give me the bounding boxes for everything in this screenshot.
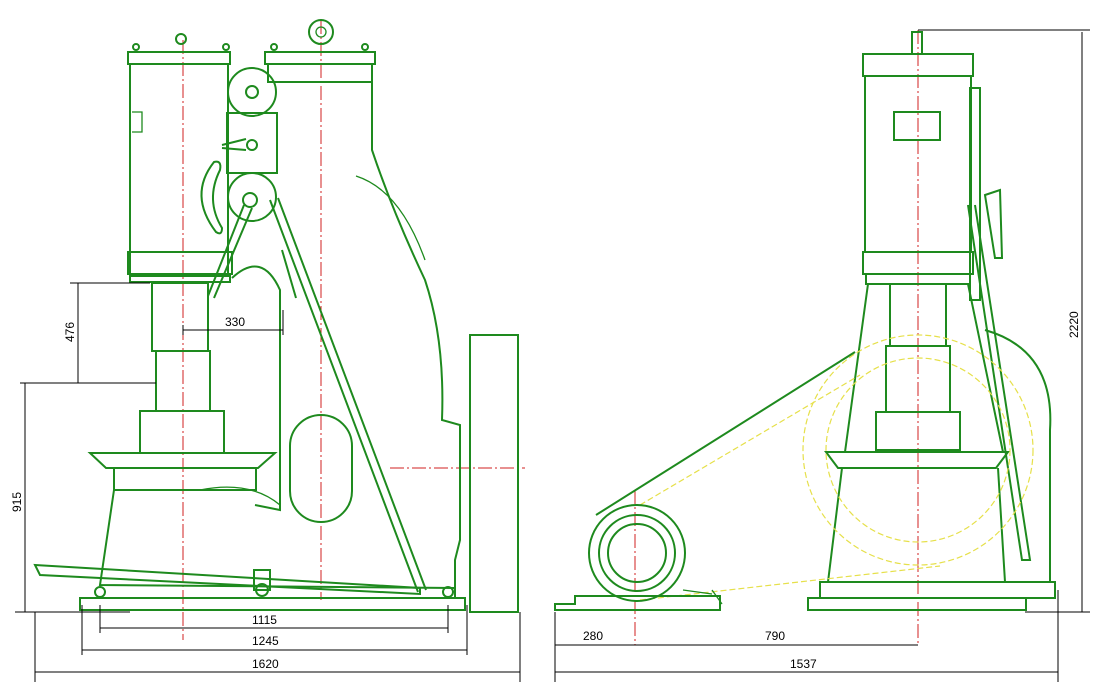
treadle <box>33 563 421 596</box>
side-view <box>554 30 1056 645</box>
frame-throat <box>231 265 281 512</box>
dim-motor-to-center: 790 <box>765 629 785 643</box>
hammer-frame <box>371 82 461 598</box>
dim-anvil-height: 915 <box>10 492 24 512</box>
side-lever <box>969 87 1004 301</box>
dim-motor-offset: 280 <box>583 629 603 643</box>
dim-overall-length-front: 1620 <box>252 657 279 671</box>
frame-window <box>289 414 353 523</box>
dim-throat-depth: 330 <box>225 315 245 329</box>
valve-mechanism <box>200 67 427 593</box>
cylinder-head <box>127 19 376 283</box>
motor-base <box>554 595 721 611</box>
dim-base-middle: 1245 <box>252 634 279 648</box>
dim-overall-height: 2220 <box>1067 311 1081 338</box>
dim-overall-length-side: 1537 <box>790 657 817 671</box>
flywheel-inner <box>825 357 1011 543</box>
side-base <box>807 597 1027 611</box>
ram-and-anvil <box>87 282 456 589</box>
flywheel-outline <box>802 334 1034 566</box>
nameplate <box>893 111 941 141</box>
side-linkage <box>967 204 1032 561</box>
side-anvil-table <box>824 451 1010 469</box>
flywheel-guard <box>469 334 519 613</box>
flywheel-guard-side <box>984 329 1052 582</box>
belt-guard <box>595 351 856 516</box>
front-view <box>33 19 525 640</box>
frame-rib <box>355 175 426 261</box>
motor <box>588 504 686 602</box>
dimensions: 476 330 915 1115 1245 1620 280 790 1537 … <box>10 29 1090 682</box>
dim-base-inner: 1115 <box>252 613 277 627</box>
base-plate <box>79 597 466 611</box>
belt-upper <box>639 374 861 506</box>
belt-lower <box>639 565 941 601</box>
dim-ram-stroke: 476 <box>63 322 77 342</box>
side-frame <box>844 283 1004 453</box>
treadle-bracket <box>253 569 271 591</box>
